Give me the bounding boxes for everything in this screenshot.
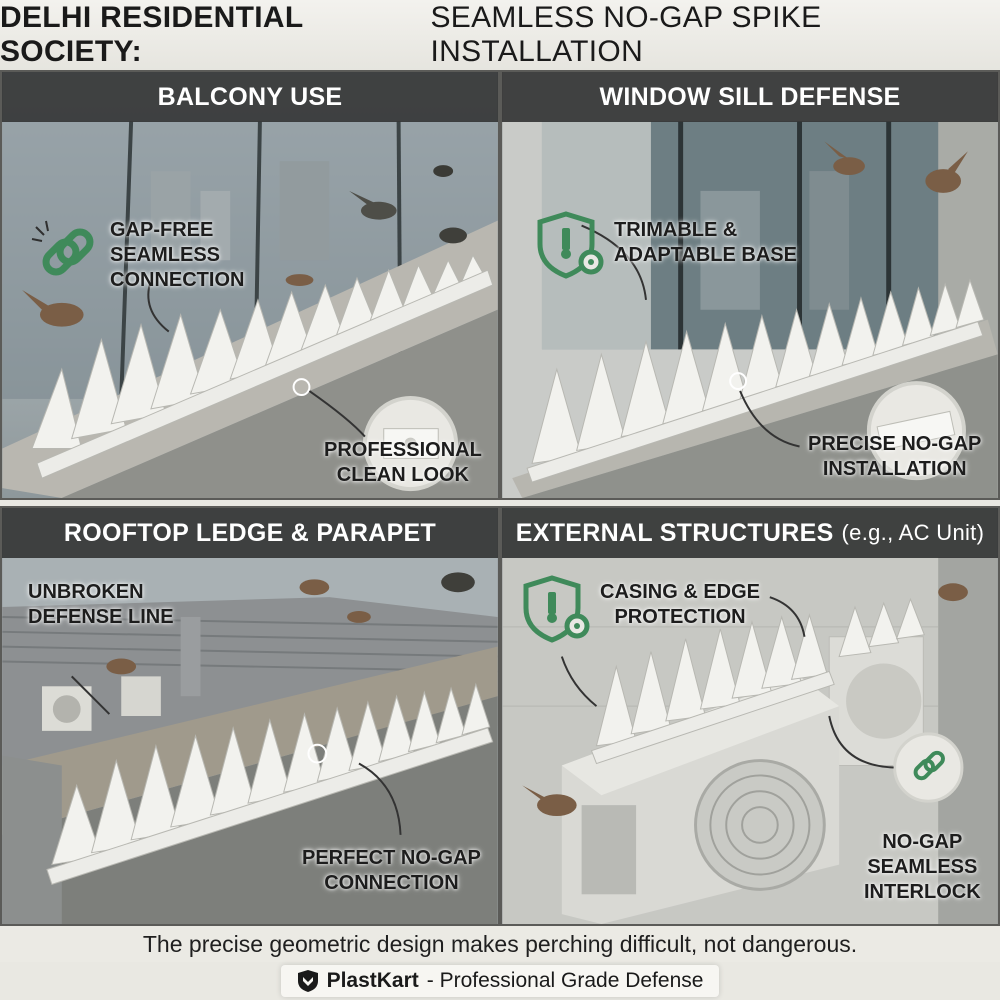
spike-row [526,278,985,483]
spike-row [31,254,494,479]
panel-external: EXTERNAL STRUCTURES (e.g., AC Unit) CASI… [500,506,1000,926]
page-title: DELHI RESIDENTIAL SOCIETY: SEAMLESS NO-G… [0,0,1000,70]
chain-link-detail-icon [913,750,945,781]
brand-pill: PlastKart - Professional Grade Defense [280,965,720,997]
label-professional: PROFESSIONAL CLEAN LOOK [324,439,482,486]
brand-tagline: - Professional Grade Defense [426,969,704,992]
label-trimable: TRIMABLE & ADAPTABLE BASE [614,219,797,266]
panel-rooftop: ROOFTOP LEDGE & PARAPET UNBROKEN DEFENSE… [0,506,500,926]
bird-icons [522,583,968,817]
label-gap-free: GAP-FREE SEAMLESS CONNECTION [110,219,245,291]
panel-header-rooftop: ROOFTOP LEDGE & PARAPET [2,508,498,558]
label-precise-no-gap: PRECISE NO-GAP INSTALLATION [808,433,982,480]
panel-window-sill: WINDOW SILL DEFENSE TRIMABLE & ADAPTABLE… [500,70,1000,500]
shield-logo-icon [297,970,318,992]
bird-icons [824,141,968,193]
panel-header-balcony: BALCONY USE [2,72,498,122]
panel-header-external-sub: (e.g., AC Unit) [841,520,985,545]
label-perfect-no-gap: PERFECT NO-GAP CONNECTION [302,847,481,894]
balcony-scene [2,72,498,498]
label-casing-edge: CASING & EDGE PROTECTION [600,581,761,628]
spike-row [590,597,926,765]
panel-header-window-sill: WINDOW SILL DEFENSE [502,72,998,122]
rooftop-scene [2,508,498,924]
shield-gear-icon [522,574,594,651]
shield-gear-icon [536,210,608,287]
spike-row [46,682,494,886]
panel-header-external-title: EXTERNAL STRUCTURES [515,518,834,547]
label-unbroken: UNBROKEN DEFENSE LINE [28,581,174,628]
panel-balcony: BALCONY USE GAP-FREE SEAMLESS CONNECTION… [0,70,500,500]
title-bold: DELHI RESIDENTIAL SOCIETY: [0,1,303,68]
label-no-gap-interlock: NO-GAP SEAMLESS INTERLOCK [864,831,981,903]
title-rest: SEAMLESS NO-GAP SPIKE INSTALLATION [430,1,822,68]
bird-icons [22,165,467,327]
brand-name: PlastKart [326,969,419,992]
caption: The precise geometric design makes perch… [0,926,1000,962]
panel-header-external: EXTERNAL STRUCTURES (e.g., AC Unit) [502,508,998,558]
external-scene [502,508,998,924]
chain-link-icon [30,217,102,294]
brand-bar: PlastKart - Professional Grade Defense [0,962,1000,1000]
window-sill-scene [502,72,998,498]
bird-icons [106,572,475,675]
